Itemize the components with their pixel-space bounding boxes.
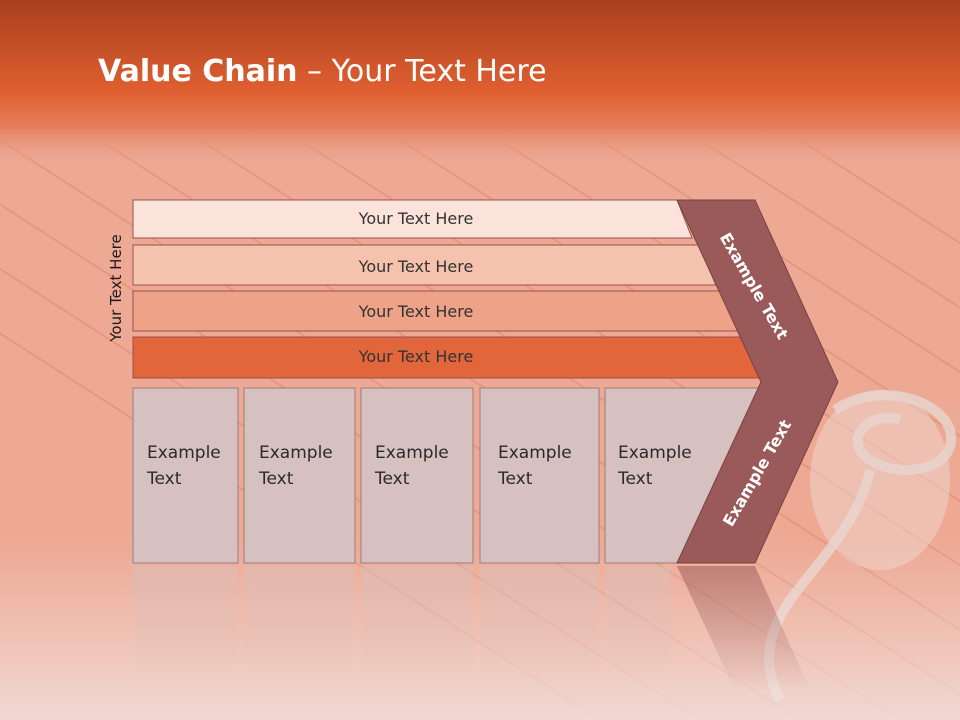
activity-box-1 (132, 387, 239, 564)
activity-1-line2: Text (147, 469, 182, 489)
activity-1-line1: Example (147, 443, 221, 463)
activity-2-line2: Text (259, 469, 294, 489)
margin-chevron (676, 199, 839, 564)
activity-5-line2: Text (618, 469, 653, 489)
activity-3-line2: Text (375, 469, 410, 489)
activity-box-2 (243, 387, 356, 564)
support-row-1-label: Your Text Here (358, 209, 474, 228)
reflection (133, 566, 810, 690)
slide-title: Value Chain – Your Text Here (98, 54, 547, 89)
activity-5-line1: Example (618, 443, 692, 463)
support-row-3-label: Your Text Here (358, 302, 474, 321)
title-rest: – Your Text Here (297, 54, 547, 89)
activity-box-3 (360, 387, 474, 564)
activity-3-line1: Example (375, 443, 449, 463)
support-row-2-label: Your Text Here (358, 257, 474, 276)
support-row-1 (132, 199, 693, 239)
title-bold: Value Chain (98, 54, 298, 89)
header-band (0, 0, 960, 130)
activity-box-4 (479, 387, 600, 564)
activity-4-line1: Example (498, 443, 572, 463)
activity-4-line2: Text (498, 469, 533, 489)
support-row-4-label: Your Text Here (358, 347, 474, 366)
support-activities-label: Your Text Here (107, 234, 125, 342)
activity-2-line1: Example (259, 443, 333, 463)
